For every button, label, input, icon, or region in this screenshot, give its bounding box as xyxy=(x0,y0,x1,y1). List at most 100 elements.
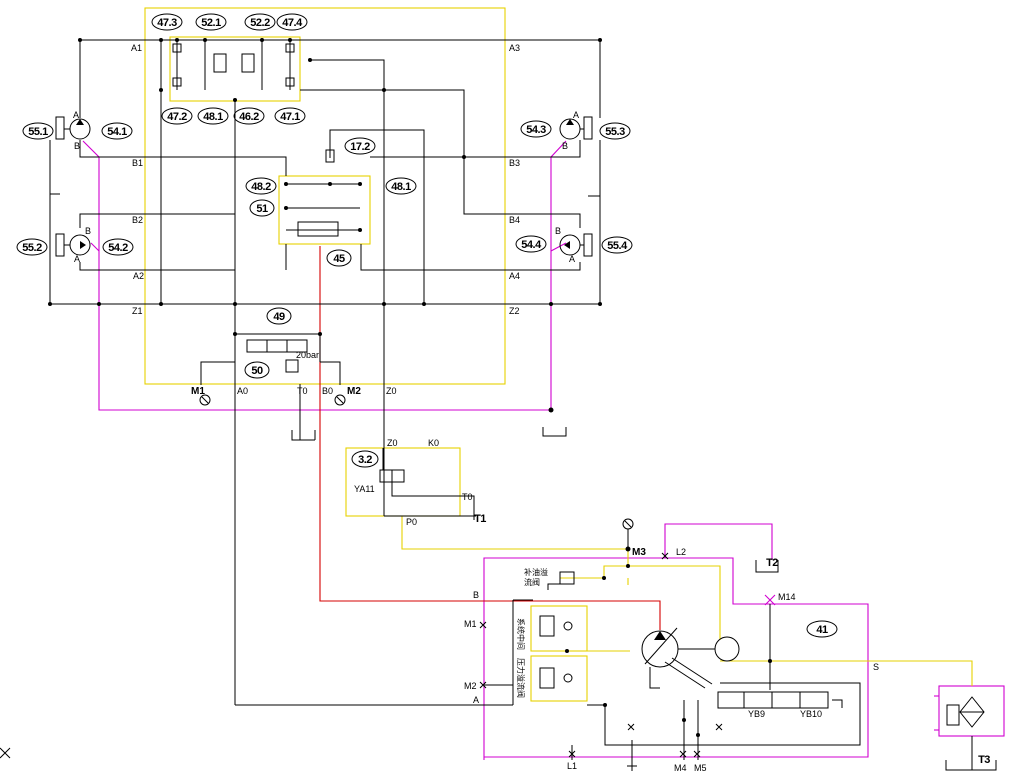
port-Z0: Z0 xyxy=(386,386,397,396)
port-Z1: Z1 xyxy=(132,306,143,316)
tag-47-4: 47.4 xyxy=(276,13,308,31)
valve-symbols xyxy=(0,38,985,771)
svg-text:55.1: 55.1 xyxy=(28,126,48,138)
svg-text:55.2: 55.2 xyxy=(22,242,42,254)
port-T0: T0 xyxy=(297,386,308,396)
port-B4: B4 xyxy=(509,215,520,225)
junction-dots xyxy=(48,38,772,737)
tag-50: 50 xyxy=(244,361,270,379)
motor-port-a2: A xyxy=(74,254,80,264)
port-M5: M5 xyxy=(694,763,707,773)
tag-54-3: 54.3 xyxy=(520,120,552,138)
tag-55-2: 55.2 xyxy=(16,238,48,256)
solenoid-YB10: YB10 xyxy=(800,709,822,719)
svg-text:47.3: 47.3 xyxy=(157,17,177,29)
motor-port-b1: B xyxy=(74,141,80,151)
port-M2: M2 xyxy=(347,386,361,397)
motor-port-b2: B xyxy=(85,226,91,236)
svg-text:52.2: 52.2 xyxy=(250,17,270,29)
note-system-1: 系统中间 xyxy=(516,618,526,650)
port-L2: L2 xyxy=(676,547,686,557)
port-A1: A1 xyxy=(131,43,142,53)
note-charge-relief-1: 补油溢 xyxy=(524,567,548,577)
tag-t2: T2 xyxy=(766,557,778,569)
port-Z2: Z2 xyxy=(509,306,520,316)
note-charge-relief-2: 流阀 xyxy=(524,577,540,587)
tag-46-2: 46.2 xyxy=(233,107,265,125)
tag-47-3: 47.3 xyxy=(151,13,183,31)
tag-48-2: 48.2 xyxy=(245,177,277,195)
chinese-notes: 补油溢 流阀 系统中间 压力溢流阀 xyxy=(516,567,548,698)
motors xyxy=(50,116,600,257)
gauges xyxy=(199,394,634,549)
tag-52-1: 52.1 xyxy=(195,13,227,31)
filter xyxy=(946,696,985,728)
svg-text:45: 45 xyxy=(333,253,345,265)
cross-markers xyxy=(0,552,776,771)
svg-text:50: 50 xyxy=(251,365,263,377)
magenta-lines xyxy=(82,140,1005,760)
tag-t3: T3 xyxy=(978,754,990,766)
valve-51 xyxy=(286,149,360,237)
port-S: S xyxy=(873,662,879,672)
port-M1-pump: M1 xyxy=(464,619,477,629)
svg-text:52.1: 52.1 xyxy=(201,17,221,29)
motor-port-a3: A xyxy=(573,110,579,120)
motor-port-b4: B xyxy=(555,226,561,236)
port-A0: A0 xyxy=(237,386,248,396)
note-system-2: 压力溢流阀 xyxy=(516,658,526,698)
tag-t1: T1 xyxy=(474,513,486,525)
svg-text:17.2: 17.2 xyxy=(350,141,370,153)
port-T0-lower: T0 xyxy=(462,492,473,502)
svg-text:47.2: 47.2 xyxy=(167,111,187,123)
port-labels: A1 A3 B1 B3 B2 B4 A2 A4 Z1 Z2 A B A B B … xyxy=(73,43,879,773)
port-A: A xyxy=(473,695,479,705)
port-P0: P0 xyxy=(406,517,417,527)
tag-48-1b: 48.1 xyxy=(385,177,417,195)
tag-54-4: 54.4 xyxy=(515,235,547,253)
svg-text:48.1: 48.1 xyxy=(203,111,223,123)
pumps xyxy=(641,627,740,689)
tag-3-2: 3.2 xyxy=(351,450,379,468)
tag-48-1a: 48.1 xyxy=(197,107,229,125)
port-Z0-lower: Z0 xyxy=(387,438,398,448)
solenoid-YB9: YB9 xyxy=(748,709,765,719)
port-A3: A3 xyxy=(509,43,520,53)
port-B0: B0 xyxy=(322,386,333,396)
port-B3: B3 xyxy=(509,158,520,168)
tag-55-3: 55.3 xyxy=(599,122,631,140)
svg-text:47.4: 47.4 xyxy=(282,17,303,29)
red-line xyxy=(319,246,661,630)
motor-port-a4: A xyxy=(569,254,575,264)
svg-text:54.2: 54.2 xyxy=(108,242,128,254)
tag-54-2: 54.2 xyxy=(102,238,134,256)
svg-text:47.1: 47.1 xyxy=(280,111,300,123)
svg-text:55.4: 55.4 xyxy=(607,240,628,252)
port-M2-pump: M2 xyxy=(464,681,477,691)
svg-text:51: 51 xyxy=(256,203,268,215)
svg-text:48.2: 48.2 xyxy=(251,181,271,193)
port-A2: A2 xyxy=(133,271,144,281)
tag-55-1: 55.1 xyxy=(22,122,54,140)
svg-text:41: 41 xyxy=(816,624,828,636)
system-relief-valves xyxy=(539,615,573,689)
component-tags: 47.3 52.1 52.2 47.4 47.2 48.1 46.2 47.1 … xyxy=(16,13,991,766)
charge-relief xyxy=(547,571,575,590)
svg-text:48.1: 48.1 xyxy=(391,181,411,193)
svg-text:46.2: 46.2 xyxy=(239,111,259,123)
yellow-pipes xyxy=(401,516,973,686)
tag-51: 51 xyxy=(249,199,275,217)
valve-49 xyxy=(246,339,308,373)
pressure-20bar: 20bar xyxy=(296,350,319,360)
svg-text:54.1: 54.1 xyxy=(107,126,127,138)
motor-port-b3: B xyxy=(562,141,568,151)
svg-text:54.3: 54.3 xyxy=(526,124,546,136)
port-B2: B2 xyxy=(132,215,143,225)
port-B1: B1 xyxy=(132,158,143,168)
tag-54-1: 54.1 xyxy=(101,122,133,140)
tag-52-2: 52.2 xyxy=(244,13,276,31)
tag-47-1: 47.1 xyxy=(274,107,306,125)
svg-text:49: 49 xyxy=(273,311,285,323)
control-valve xyxy=(717,691,843,709)
solenoid-YA11: YA11 xyxy=(354,484,375,494)
